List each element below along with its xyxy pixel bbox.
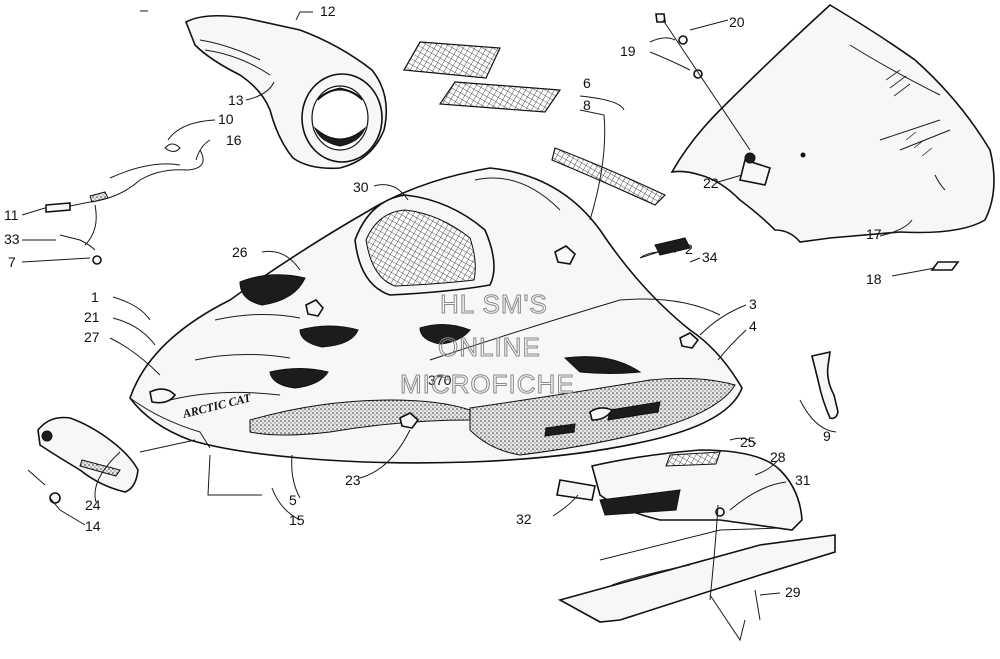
callout-5: 5 xyxy=(289,492,297,508)
callout-12: 12 xyxy=(320,3,336,19)
callout-23: 23 xyxy=(345,472,361,488)
callout-4: 4 xyxy=(749,318,757,334)
callout-11: 11 xyxy=(4,207,19,223)
front-bumper xyxy=(37,416,139,504)
callout-28: 28 xyxy=(770,449,786,465)
watermark-line-3: MICROFICHE xyxy=(400,369,575,399)
callout-1: 1 xyxy=(91,289,99,305)
decal-strip-8 xyxy=(551,147,667,206)
callout-24: 24 xyxy=(85,497,101,513)
windshield xyxy=(670,4,995,243)
callout-13: 13 xyxy=(228,92,244,108)
callout-25: 25 xyxy=(740,434,756,450)
callout-7: 7 xyxy=(8,254,16,270)
watermark-line-2: ONLINE xyxy=(438,332,541,362)
callout-17: 17 xyxy=(866,226,882,242)
callout-21: 21 xyxy=(84,309,100,325)
watermark: HL SM'S ONLINE MICROFICHE xyxy=(400,289,575,400)
callout-34: 34 xyxy=(702,249,718,265)
callout-30: 30 xyxy=(353,179,369,195)
leader-lines xyxy=(21,10,936,601)
callout-22: 22 xyxy=(703,175,719,191)
lower-cowl xyxy=(556,449,836,642)
callout-20: 20 xyxy=(729,14,745,30)
callout-19: 19 xyxy=(620,43,636,59)
callout-31: 31 xyxy=(795,472,811,488)
fastener-2 xyxy=(554,245,576,265)
decal-set-6 xyxy=(403,41,562,113)
callout-6: 6 xyxy=(583,75,591,91)
callout-8: 8 xyxy=(583,97,591,113)
callout-16: 16 xyxy=(226,132,242,148)
windshield-hardware xyxy=(655,13,960,271)
callout-10: 10 xyxy=(218,111,234,127)
callout-3: 3 xyxy=(749,296,757,312)
callout-2: 2 xyxy=(685,241,693,257)
callout-27: 27 xyxy=(84,329,100,345)
callout-33: 33 xyxy=(4,231,20,247)
console-housing xyxy=(184,14,388,170)
callout-32: 32 xyxy=(516,511,532,527)
hood-badge: 370 xyxy=(428,372,452,388)
snow-flap xyxy=(811,350,839,420)
callout-29: 29 xyxy=(785,584,801,600)
callout-26: 26 xyxy=(232,244,248,260)
hood: ARCTIC CAT 370 xyxy=(129,167,743,464)
callout-18: 18 xyxy=(866,271,882,287)
wiring-harness xyxy=(45,143,204,265)
watermark-line-1: HL SM'S xyxy=(440,289,548,319)
callout-15: 15 xyxy=(289,512,305,528)
callout-14: 14 xyxy=(85,518,101,534)
callout-9: 9 xyxy=(823,428,831,444)
callouts: 12 13 10 16 11 33 7 6 8 20 19 22 30 26 2… xyxy=(4,3,882,600)
